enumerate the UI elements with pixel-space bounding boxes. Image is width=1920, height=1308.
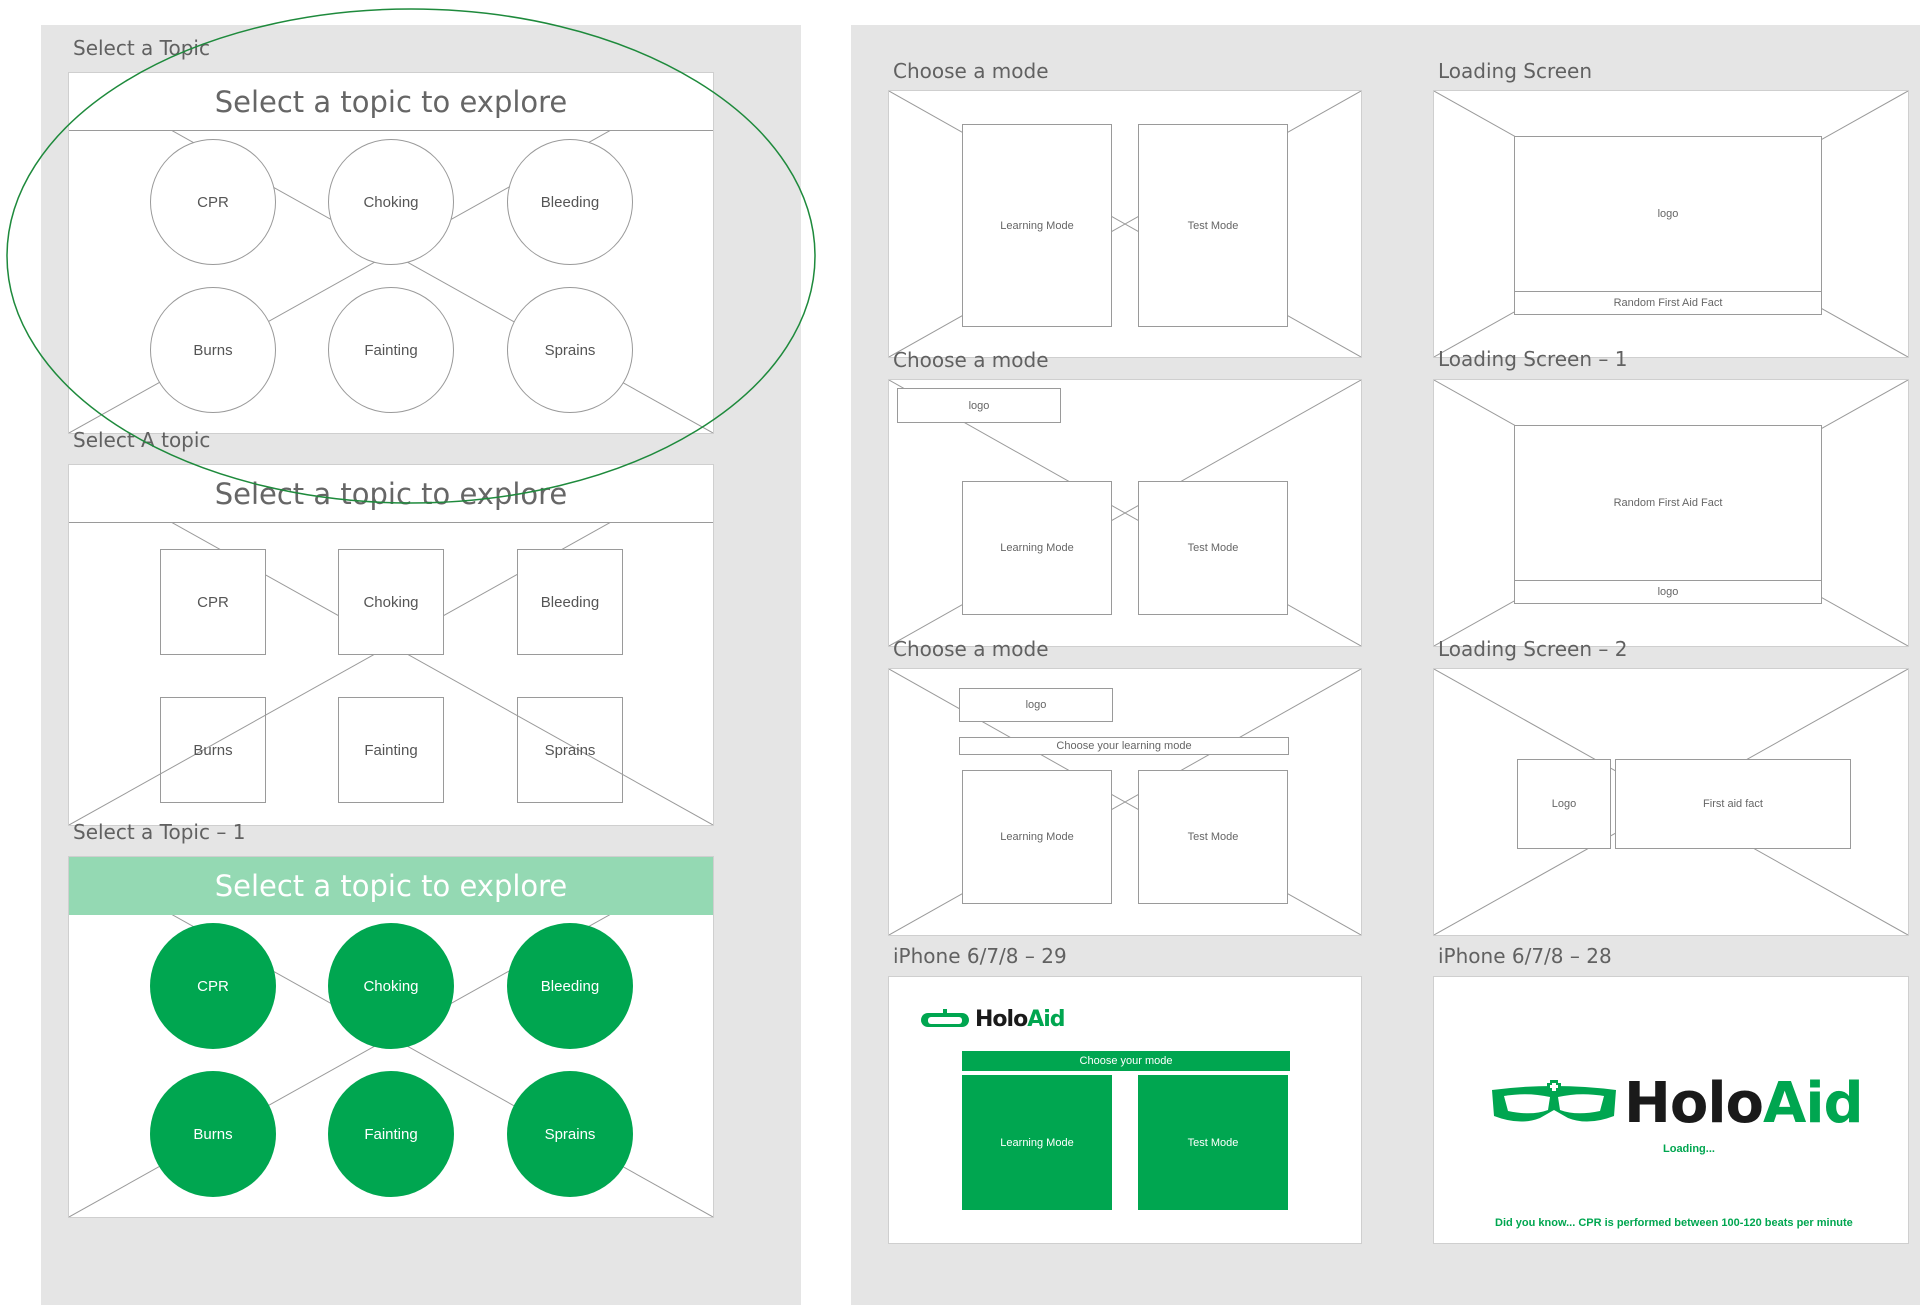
topic-circle-bleeding[interactable]: Bleeding [507,923,633,1049]
frame-choose-a-mode[interactable]: Learning Mode Test Mode [888,90,1362,358]
learning-mode-card[interactable]: Learning Mode [962,770,1112,904]
logo-placeholder: logo [897,388,1061,423]
frame-select-a-topic-green[interactable]: Select a topic to explore CPR Choking Bl… [68,856,714,1218]
headset-icon [1492,1080,1616,1122]
frame-label-select-a-topic-1[interactable]: Select a Topic – 1 [73,820,246,844]
frame-select-a-topic[interactable]: Select a topic to explore CPR Choking Bl… [68,72,714,434]
frame-iphone-29[interactable]: HoloAid Choose your mode Learning Mode T… [888,976,1362,1244]
logo-holo-text: Holo [975,1007,1028,1032]
headset-icon [921,1008,969,1027]
topic-header-green: Select a topic to explore [69,857,713,915]
topic-square-choking[interactable]: Choking [338,549,444,655]
frame-label-iphone-29[interactable]: iPhone 6/7/8 – 29 [893,944,1067,968]
did-you-know-fact: Did you know... CPR is performed between… [1495,1217,1853,1229]
topic-circle-choking[interactable]: Choking [328,139,454,265]
frame-label-iphone-28[interactable]: iPhone 6/7/8 – 28 [1438,944,1612,968]
topic-circle-burns[interactable]: Burns [150,287,276,413]
logo-aid-text: Aid [1027,1007,1065,1032]
frame-label-choose-a-mode-3[interactable]: Choose a mode [893,637,1049,661]
test-mode-card[interactable]: Test Mode [1138,481,1288,615]
fact-bar: Random First Aid Fact [1514,291,1822,315]
learning-mode-card[interactable]: Learning Mode [962,481,1112,615]
frame-label-loading-screen-1[interactable]: Loading Screen – 1 [1438,347,1628,371]
frame-iphone-28[interactable]: HoloAid Loading... Did you know... CPR i… [1433,976,1909,1244]
topic-circle-choking[interactable]: Choking [328,923,454,1049]
first-aid-fact-placeholder: First aid fact [1615,759,1851,849]
logo-holo-text: Holo [1624,1071,1764,1136]
topic-circle-burns[interactable]: Burns [150,1071,276,1197]
choose-your-mode-bar: Choose your mode [962,1051,1290,1071]
learning-mode-card[interactable]: Learning Mode [962,124,1112,327]
holoaid-logo-large: HoloAid [1488,1076,1864,1132]
logo-placeholder: logo [959,688,1113,722]
logo-bar: logo [1514,580,1822,604]
topic-header: Select a topic to explore [69,73,713,131]
learning-mode-card[interactable]: Learning Mode [962,1075,1112,1210]
topic-square-sprains[interactable]: Sprains [517,697,623,803]
topic-circle-fainting[interactable]: Fainting [328,1071,454,1197]
frame-label-select-a-topic[interactable]: Select a Topic [73,36,210,60]
frame-label-loading-screen[interactable]: Loading Screen [1438,59,1593,83]
choose-learning-mode-bar: Choose your learning mode [959,737,1289,755]
frame-label-loading-screen-2[interactable]: Loading Screen – 2 [1438,637,1628,661]
logo-aid-text: Aid [1763,1071,1864,1136]
topic-header: Select a topic to explore [69,465,713,523]
frame-label-select-a-topic-squares[interactable]: Select A topic [73,428,211,452]
topic-circle-fainting[interactable]: Fainting [328,287,454,413]
topic-circle-bleeding[interactable]: Bleeding [507,139,633,265]
test-mode-card[interactable]: Test Mode [1138,1075,1288,1210]
topic-circle-cpr[interactable]: CPR [150,139,276,265]
frame-select-a-topic-squares[interactable]: Select a topic to explore CPR Choking Bl… [68,464,714,826]
test-mode-card[interactable]: Test Mode [1138,770,1288,904]
topic-square-bleeding[interactable]: Bleeding [517,549,623,655]
frame-label-choose-a-mode-2[interactable]: Choose a mode [893,348,1049,372]
topic-square-fainting[interactable]: Fainting [338,697,444,803]
holoaid-logo: HoloAid [919,1007,1066,1032]
logo-placeholder: logo [1514,136,1822,292]
placeholder-cross [889,91,1361,357]
frame-label-choose-a-mode[interactable]: Choose a mode [893,59,1049,83]
topic-circle-cpr[interactable]: CPR [150,923,276,1049]
topic-circle-sprains[interactable]: Sprains [507,287,633,413]
frame-loading-screen-2[interactable]: Logo First aid fact [1433,668,1909,936]
topic-circle-sprains[interactable]: Sprains [507,1071,633,1197]
topic-square-burns[interactable]: Burns [160,697,266,803]
fact-placeholder: Random First Aid Fact [1514,425,1822,581]
loading-text: Loading... [1663,1143,1715,1155]
test-mode-card[interactable]: Test Mode [1138,124,1288,327]
frame-choose-a-mode-logo[interactable]: logo Learning Mode Test Mode [888,379,1362,647]
frame-loading-screen-1[interactable]: Random First Aid Fact logo [1433,379,1909,647]
logo-placeholder: Logo [1517,759,1611,849]
frame-choose-a-mode-learning[interactable]: logo Choose your learning mode Learning … [888,668,1362,936]
frame-loading-screen[interactable]: logo Random First Aid Fact [1433,90,1909,358]
topic-square-cpr[interactable]: CPR [160,549,266,655]
